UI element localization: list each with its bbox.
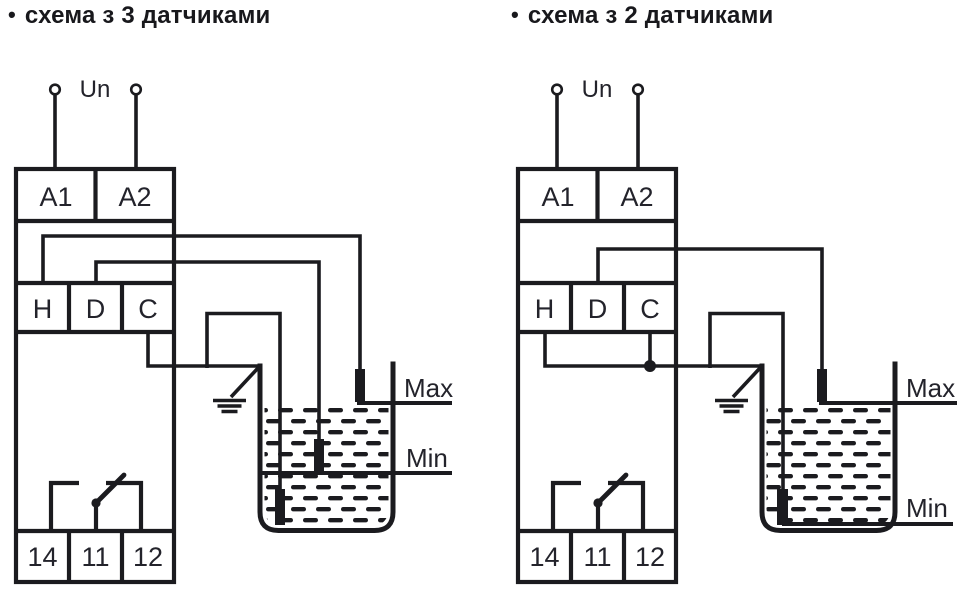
min-level-label: Min [906,493,948,523]
terminal-label-c: C [138,294,158,324]
bullet-icon: • [8,2,16,27]
terminal-label-h: H [33,294,53,324]
max-level-label: Max [404,373,453,403]
common-sensor-electrode [275,489,285,525]
wire-d-to-min-sensor [94,260,321,441]
terminal-label-12: 12 [133,542,163,572]
wire-h-to-max-sensor [41,234,362,371]
contact-pivot-dot [593,498,603,508]
diagram-title-2-sensors: • схема з 2 датчиками [511,2,773,30]
common-sensor-electrode [777,489,788,525]
supply-wires [53,94,138,169]
supply-wires [555,94,640,169]
contact-14-bracket [550,480,581,530]
ground-bars [213,398,246,414]
max-sensor-electrode [355,369,365,402]
wire-c-to-tank [146,332,260,368]
terminal-label-14: 14 [27,542,57,572]
terminal-label-12: 12 [635,542,665,572]
supply-terminal [129,83,143,96]
terminal-label-14: 14 [529,542,559,572]
diagram-2-sensors: Un A1 A2 H D C 14 11 12 [515,76,957,585]
relay-contact [48,472,144,530]
liquid [264,407,389,526]
junction-dot [644,360,656,372]
wire-h-to-tank [543,332,762,368]
terminal-label-a2: A2 [620,182,653,212]
min-sensor-electrode [314,439,324,472]
diagram-title-3-sensors: • схема з 3 датчиками [8,2,270,30]
wire-c-to-common-sensor [205,311,282,491]
diagram-3-sensors: Un A1 A2 H D C 14 11 12 [13,76,453,585]
terminal-label-a1: A1 [39,182,72,212]
wire-to-common-sensor [708,311,785,491]
diagram-title-text: схема з 3 датчиками [24,2,271,29]
contact-arm [93,472,127,506]
contact-14-bracket [48,480,79,530]
terminal-label-d: D [588,294,608,324]
min-level-label: Min [406,443,448,473]
max-sensor-electrode [817,369,827,402]
bullet-icon: • [511,2,519,27]
contact-arm [595,472,629,506]
max-level-label: Max [906,373,955,403]
terminal-label-11: 11 [583,542,611,572]
terminal-label-d: D [86,294,106,324]
terminal-label-h: H [535,294,555,324]
tank [257,361,396,533]
ground-bars [715,398,748,414]
relay-contact [550,472,646,530]
supply-terminal [48,83,62,96]
contact-pivot-dot [91,498,101,508]
ground-symbol [213,366,260,414]
ground-lead [731,366,762,399]
ground-lead [229,366,260,399]
terminal-label-c: C [640,294,660,324]
supply-terminal [631,83,645,96]
ground-symbol [715,366,762,414]
supply-label: Un [80,76,111,103]
tank [759,361,898,533]
diagram-title-text: схема з 2 датчиками [527,2,774,29]
terminal-label-11: 11 [81,542,109,572]
liquid [766,407,891,526]
terminal-label-a2: A2 [118,182,151,212]
supply-terminal [550,83,564,96]
wire-d-to-max-sensor [596,247,824,371]
terminal-label-a1: A1 [541,182,574,212]
supply-label: Un [582,76,613,103]
